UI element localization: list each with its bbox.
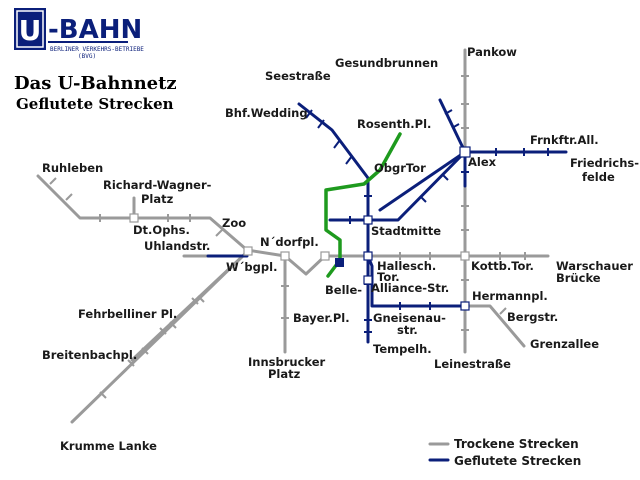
- label-dt-ophs: Dt.Ophs.: [133, 223, 190, 237]
- map-title: Das U-Bahnnetz: [14, 73, 177, 94]
- label-pankow: Pankow: [467, 45, 517, 59]
- label-friedrichsfelde-2: felde: [582, 170, 615, 184]
- interchange-belle-alliance: [363, 275, 373, 285]
- logo-word: -BAHN: [48, 15, 142, 45]
- line-breitenbachpl-wbgpl: [130, 250, 249, 362]
- label-innsbrucker-2: Platz: [268, 367, 301, 381]
- interchange-kottb: [460, 251, 470, 261]
- label-zoo: Zoo: [222, 216, 246, 230]
- label-breitenbachpl: Breitenbachpl.: [42, 348, 137, 362]
- label-ruhleben: Ruhleben: [42, 161, 103, 175]
- label-bergstr: Bergstr.: [507, 310, 558, 324]
- legend-dry-label: Trockene Strecken: [454, 437, 579, 451]
- label-hallesch-tor-2: Tor.: [377, 270, 400, 284]
- label-tempelh: Tempelh.: [373, 342, 432, 356]
- label-kottb-tor: Kottb.Tor.: [471, 259, 534, 273]
- line-alex-kottb: [378, 148, 470, 212]
- label-stadtmitte: Stadtmitte: [371, 224, 441, 238]
- flooded-ticks: [305, 109, 549, 333]
- label-rosenth-pl: Rosenth.Pl.: [357, 117, 431, 131]
- station-labels: Pankow Gesundbrunnen Seestraße Bhf.Weddi…: [42, 45, 639, 453]
- u-bahn-logo: U -BAHN BERLINER VERKEHRS-BETRIEBE (BVG): [14, 8, 144, 60]
- logo-u-box: [14, 8, 46, 50]
- logo-subtitle-2: (BVG): [78, 53, 96, 60]
- interchange-zoo: [243, 246, 253, 256]
- interchange-wittenbergpl: [320, 251, 330, 261]
- interchange-hermannpl: [460, 301, 470, 311]
- legend: Trockene Strecken Geflutete Strecken: [454, 437, 581, 468]
- dry-ticks: [49, 75, 526, 399]
- label-frnkftr-all: Frnkftr.All.: [530, 133, 599, 147]
- label-gesundbrunnen: Gesundbrunnen: [335, 56, 438, 70]
- interchange-hallesch: [363, 251, 373, 261]
- label-innsbrucker-1: Innsbrucker: [248, 355, 326, 369]
- logo-u-frame: [16, 10, 44, 48]
- label-leinestrasse: Leinestraße: [434, 357, 511, 371]
- label-grenzallee: Grenzallee: [530, 337, 599, 351]
- label-obgr-tor: ObgrTor: [374, 161, 426, 175]
- label-uhlandstr: Uhlandstr.: [144, 239, 210, 253]
- label-friedrichsfelde-1: Friedrichs-: [570, 156, 639, 170]
- line-hallesch-hermannpl: [366, 254, 467, 308]
- label-belle-alliance-1: Belle-: [325, 283, 362, 297]
- label-seestrasse: Seestraße: [265, 69, 331, 83]
- logo-letter: U: [19, 14, 42, 47]
- label-alex: Alex: [468, 155, 497, 169]
- interchange-dtophs: [129, 213, 139, 223]
- logo-subtitle-1: BERLINER VERKEHRS-BETRIEBE: [50, 46, 144, 53]
- label-gneisenau-2: str.: [397, 323, 418, 337]
- label-krumme-lanke: Krumme Lanke: [60, 439, 157, 453]
- label-richard-wagner-1: Richard-Wagner-: [103, 178, 212, 192]
- line-ruhleben-ndorfpl: [36, 174, 287, 258]
- label-wbgpl: W´bgpl.: [226, 260, 277, 274]
- interchange-ndorfpl: [280, 251, 290, 261]
- line-green-rosenthaler: [324, 132, 402, 278]
- legend-flooded-label: Geflutete Strecken: [454, 454, 581, 468]
- label-hallesch-tor-1: Hallesch.: [377, 259, 436, 273]
- station-filled-marker: [335, 258, 344, 267]
- line-seestrasse-stadtmitte: [297, 102, 370, 222]
- label-bayer-pl: Bayer.Pl.: [293, 311, 350, 325]
- interchange-alex: [459, 146, 471, 158]
- label-fehrbelliner: Fehrbelliner Pl.: [78, 307, 177, 321]
- label-gneisenau-1: Gneisenau-: [373, 311, 446, 325]
- label-belle-alliance-2: Alliance-Str.: [371, 281, 449, 295]
- label-richard-wagner-2: Platz: [141, 192, 174, 206]
- interchange-stadtmitte: [363, 215, 373, 225]
- label-hermannpl: Hermannpl.: [472, 289, 548, 303]
- label-warschauer-2: Brücke: [556, 271, 601, 285]
- label-warschauer-1: Warschauer: [556, 259, 633, 273]
- map-subtitle: Geflutete Strecken: [16, 95, 174, 113]
- line-gesundbrunnen-alex: [438, 98, 467, 154]
- interchanges: [129, 146, 471, 311]
- label-bhf-wedding: Bhf.Wedding: [225, 106, 308, 120]
- line-hermannpl-grenzallee: [463, 304, 526, 348]
- label-ndorfpl: N´dorfpl.: [260, 235, 319, 249]
